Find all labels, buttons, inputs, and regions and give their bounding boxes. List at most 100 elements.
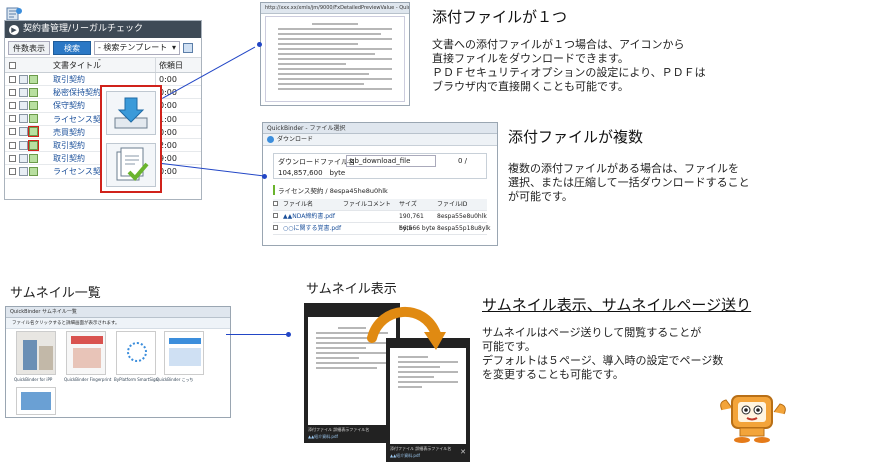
detail-icon[interactable] <box>19 166 28 176</box>
detail-icon[interactable] <box>19 127 28 137</box>
connector-dot <box>257 42 262 47</box>
table-header: 文書タイトル 依頼日 <box>5 58 201 73</box>
description-line: ブラウザ内で直接開くことも可能です。 <box>432 80 629 93</box>
thumbnail-paging-heading: サムネイル表示、サムネイルページ送り <box>482 296 752 314</box>
doc-title[interactable]: 保守契約 <box>53 101 85 111</box>
attachment-icon[interactable] <box>29 114 38 124</box>
connector-dot <box>286 332 291 337</box>
thumbnail-card[interactable] <box>116 331 156 375</box>
file-row[interactable]: ▲▲NDA締約書.pdf 190,761 byte 8espa55e8u0hlk <box>273 211 487 232</box>
description-line: を変更することも可能です。 <box>482 368 624 381</box>
doc-title-bar: ライセンス契約 / 8espa45he8u0hlk <box>273 185 487 195</box>
page-preview <box>390 348 466 444</box>
detail-icon[interactable] <box>19 100 28 110</box>
download-filename-input[interactable]: qb_download_file <box>346 155 436 167</box>
row-checkbox[interactable] <box>8 128 16 136</box>
thumbnail-list-title: QuickBinder サムネイル一覧 <box>6 307 230 318</box>
select-all-files-checkbox[interactable] <box>273 201 278 206</box>
file-name-link[interactable]: ○○に関する覚書.pdf <box>283 225 342 232</box>
col-title: 文書タイトル <box>53 61 101 70</box>
search-button[interactable]: 検索 <box>53 40 91 55</box>
panel-toolbar: 件数表示 検索 - 検索テンプレート -▾ <box>5 38 201 64</box>
description-line: 選択、または圧縮して一括ダウンロードすること <box>508 176 750 189</box>
row-checkbox[interactable] <box>8 141 16 149</box>
detail-icon[interactable] <box>19 114 28 124</box>
attachment-icon[interactable] <box>28 139 39 151</box>
file-checkbox[interactable] <box>273 225 278 230</box>
collapse-icon[interactable]: ▶ <box>9 24 19 35</box>
thumbnail-caption[interactable]: ByPlatform SmartSign <box>114 377 159 382</box>
doc-title[interactable]: ライセンス契約 <box>53 114 109 124</box>
download-filename-box: ダウンロードファイル名 qb_download_file 0 / 104,857… <box>273 153 487 179</box>
attachment-icon[interactable] <box>29 100 38 110</box>
attachment-icon[interactable] <box>29 166 38 176</box>
doc-title[interactable]: 取引契約 <box>53 140 85 150</box>
select-all-checkbox[interactable] <box>8 61 16 69</box>
doc-title[interactable]: 取引契約 <box>53 154 85 164</box>
add-document-icon[interactable] <box>6 6 22 21</box>
thumbnail-caption[interactable]: QuickBinder こっち <box>156 377 194 382</box>
multi-attachment-description: 複数の添付ファイルがある場合は、ファイルを 選択、または圧縮して一括ダウンロード… <box>508 162 750 204</box>
file-table: ファイル名 ファイルコメント サイズ ファイルID ▲▲NDA締約書.pdf 1… <box>273 199 491 235</box>
count-display-button[interactable]: 件数表示 <box>8 40 50 55</box>
row-checkbox[interactable] <box>8 101 16 109</box>
multiple-files-check-icon[interactable] <box>106 143 156 187</box>
thumbnail-caption[interactable]: QuickBinder Fingerprint <box>64 377 112 382</box>
attachment-icon[interactable] <box>29 153 38 163</box>
thumbnail-paging-description: サムネイルはページ送りして閲覧することが 可能です。 デフォルトは５ページ、導入… <box>482 326 723 382</box>
thumbnail-viewer-page-2: 添付ファイル 詳細表示ファイル名 ▲▲紹介資料.pdf ✕ <box>386 338 470 462</box>
file-size: 66,566 byte <box>399 225 436 232</box>
file-size: 190,761 byte <box>399 213 424 232</box>
file-id: 8espa55e8u0hlk <box>437 213 487 220</box>
detail-icon[interactable] <box>19 87 28 97</box>
col-size: サイズ <box>399 201 417 208</box>
detail-icon[interactable] <box>19 153 28 163</box>
panel-titlebar: ▶ 契約書管理/リーガルチェック <box>5 21 201 38</box>
pdf-browser-window: http://xxx.xx/xmls/jm/9000/FxDetailedPre… <box>260 2 410 106</box>
thumbnail-card[interactable] <box>66 331 106 375</box>
thumbnail-card[interactable] <box>164 331 204 375</box>
connector-line <box>226 334 288 335</box>
file-checkbox[interactable] <box>273 213 278 218</box>
page-caption: 添付ファイル 詳細表示ファイル名 <box>390 446 452 451</box>
file-row[interactable]: ○○に関する覚書.pdf 66,566 byte 8espa55p18u8ylk <box>273 223 491 235</box>
row-checkbox[interactable] <box>8 115 16 123</box>
doc-title[interactable]: 取引契約 <box>53 75 85 84</box>
multi-attachment-heading: 添付ファイルが複数 <box>508 128 644 146</box>
doc-title[interactable]: ライセンス契約 <box>53 167 109 177</box>
attachment-icon[interactable] <box>29 87 38 97</box>
template-select[interactable]: - 検索テンプレート -▾ <box>94 40 180 64</box>
page-file-link[interactable]: ▲▲紹介資料.pdf <box>390 453 420 458</box>
thumbnail-notice: ファイル名クリックすると詳細画面が表示されます。 <box>6 318 230 329</box>
row-checkbox[interactable] <box>8 167 16 175</box>
page-preview <box>308 317 396 425</box>
settings-icon[interactable] <box>183 42 193 53</box>
row-checkbox[interactable] <box>8 88 16 96</box>
page-file-link[interactable]: ▲▲紹介資料.pdf <box>308 434 338 439</box>
template-select-value: - 検索テンプレート - <box>98 42 168 64</box>
col-date: 依頼日 <box>155 58 195 72</box>
detail-icon[interactable] <box>19 140 28 150</box>
description-line: 可能です。 <box>482 340 536 353</box>
doc-title[interactable]: 売買契約 <box>53 127 85 137</box>
thumbnail-caption[interactable]: QuickBinder for iPP <box>14 377 53 382</box>
user-icon <box>267 136 274 143</box>
row-checkbox[interactable] <box>8 75 16 83</box>
thumbnail-view-label: サムネイル表示 <box>306 282 397 297</box>
download-header: ダウンロード <box>263 134 497 146</box>
description-line: 文書への添付ファイルが１つ場合は、アイコンから <box>432 38 685 51</box>
download-icon[interactable] <box>106 91 156 135</box>
file-name-link[interactable]: ▲▲NDA締約書.pdf <box>283 213 335 220</box>
attachment-icon[interactable] <box>28 126 39 138</box>
row-checkbox[interactable] <box>8 154 16 162</box>
thumbnail-card[interactable] <box>16 387 56 415</box>
close-icon[interactable]: ✕ <box>460 448 466 456</box>
thumbnail-card[interactable] <box>16 331 56 375</box>
detail-icon[interactable] <box>19 74 28 84</box>
file-id: 8espa55p18u8ylk <box>437 225 491 232</box>
description-line: ＰＤＦセキュリティオプションの設定により、ＰＤＦは <box>432 66 706 79</box>
doc-title[interactable]: 秘密保持契約 <box>53 88 101 98</box>
thumbnail-viewer-page-1: 添付ファイル 詳細表示ファイル名 ▲▲紹介資料.pdf <box>304 303 400 443</box>
description-line: デフォルトは５ページ、導入時の設定でページ数 <box>482 354 724 367</box>
attachment-icon[interactable] <box>29 74 38 84</box>
